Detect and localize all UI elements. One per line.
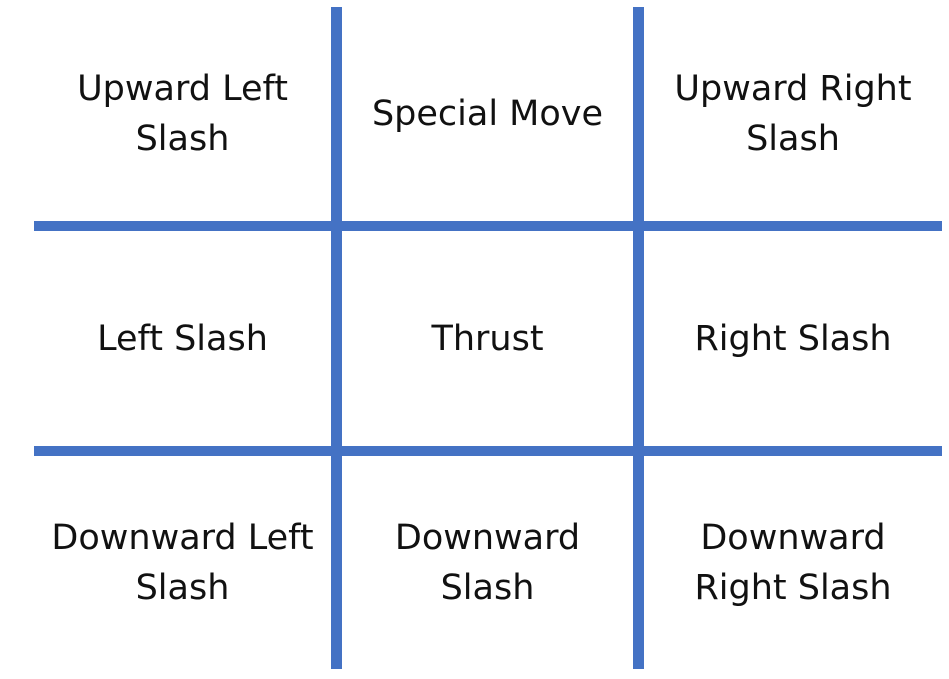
cell-label-line: Downward [700,517,886,558]
cell-label-line: Slash [135,567,230,608]
cell-downward-left-slash: Downward Left Slash [34,456,331,669]
cell-thrust: Thrust [342,231,633,446]
grid-line-horizontal-2 [34,446,942,456]
cell-special-move: Special Move [342,7,633,221]
cell-upward-left-slash: Upward Left Slash [34,7,331,221]
cell-left-slash: Left Slash [34,231,331,446]
cell-label-line: Upward Left [77,69,288,109]
cell-label-line: Right Slash [694,567,892,608]
grid-line-vertical-1 [331,7,342,669]
cell-label-line: Slash [746,119,840,159]
cell-upward-right-slash: Upward Right Slash [644,7,942,221]
grid-line-vertical-2 [633,7,644,669]
grid-line-horizontal-1 [34,221,942,231]
cell-label-line: Left Slash [97,318,268,359]
cell-label-line: Upward Right [674,69,912,109]
cell-downward-slash: Downward Slash [342,456,633,669]
cell-label-line: Slash [135,119,230,159]
cell-label-line: Right Slash [694,318,892,359]
cell-label-line: Downward [394,517,581,558]
cell-label-line: Special Move [371,94,604,134]
cell-label-line: Downward Left [51,517,314,558]
cell-label-line: Slash [440,567,535,608]
cell-right-slash: Right Slash [644,231,942,446]
cell-downward-right-slash: Downward Right Slash [644,456,942,669]
cell-label-line: Thrust [431,318,544,359]
